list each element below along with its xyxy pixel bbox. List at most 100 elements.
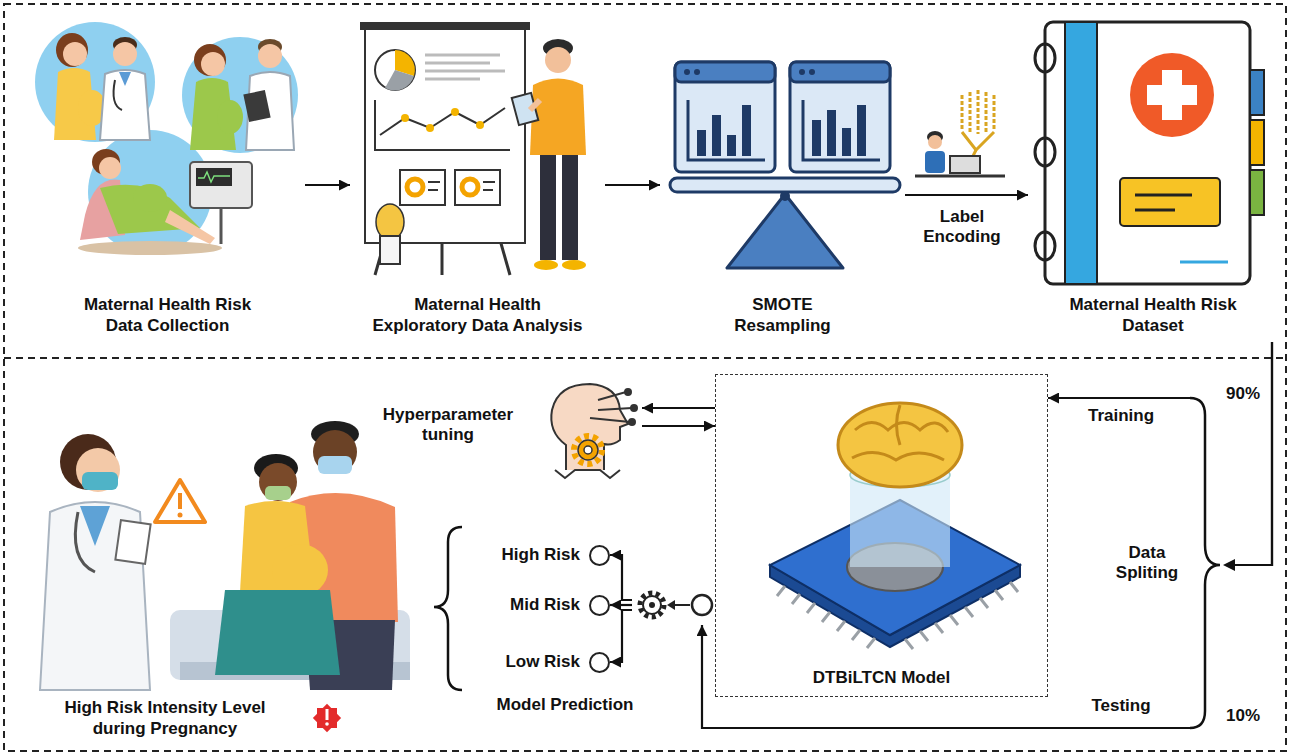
- smote-illustration-part: [727, 194, 843, 268]
- dataset-notebook-part: [1250, 170, 1264, 215]
- high-risk-scene-illustration-part: [115, 520, 150, 564]
- dtbiltcn-chip-illustration-part: [777, 582, 1018, 649]
- eda-illustration-part: [534, 260, 558, 270]
- prediction-gear-part: [692, 595, 712, 615]
- dtbiltcn-chip-illustration: [770, 403, 1020, 649]
- eda-illustration-part: [375, 50, 415, 90]
- dataset-notebook-part: [1250, 70, 1264, 115]
- hyperparameter-icon-part-part: [625, 389, 631, 395]
- data-collection-illustration-part: [196, 168, 232, 186]
- smote-illustration-part-part: [697, 130, 706, 156]
- data-collection-illustration-part: [165, 210, 215, 244]
- edge-label: Label Encoding: [917, 207, 1007, 248]
- dtbiltcn-chip-illustration-part: [838, 403, 962, 487]
- eda-illustration-part: [562, 150, 578, 260]
- dtbiltcn-chip-illustration-part-part: [852, 452, 944, 460]
- dataset-notebook-part: [1035, 44, 1055, 260]
- risk-circle: [589, 595, 610, 616]
- node-text: Hyperparameter tuning: [378, 405, 518, 446]
- outcome-illustration-node: High Risk Intensity Level during Pregnan…: [15, 378, 315, 745]
- eda-illustration-part: [380, 108, 505, 135]
- smote-illustration-part: [790, 62, 890, 82]
- smote-illustration-part-part: [712, 115, 721, 156]
- eda-illustration-part-part: [428, 181, 440, 183]
- hyperparameter-icon-part: [584, 446, 592, 454]
- tuning-node: Hyperparameter tuning: [378, 378, 642, 472]
- eda-illustration-part-part: [425, 62, 490, 65]
- eda-illustration-part-part: [425, 70, 505, 73]
- smote-illustration-part-part: [827, 110, 836, 156]
- data-collection-illustration-part: [99, 157, 121, 179]
- prediction-gear-part: [674, 604, 690, 606]
- dataset-notebook-part-part: [1035, 232, 1055, 260]
- dataset-notebook-part: [1135, 194, 1192, 197]
- label-encoding-icon-part: [950, 156, 980, 173]
- data-collection-illustration-part: [243, 90, 270, 122]
- risk-circle: [589, 545, 610, 566]
- hyperparameter-icon-part: [551, 384, 628, 470]
- connector-arrow: [905, 194, 1028, 196]
- connector-arrow: [702, 342, 1272, 728]
- eda-illustration-part: [385, 70, 414, 91]
- smote-illustration-part: [684, 69, 690, 75]
- node-text: High Risk: [502, 545, 580, 565]
- eda-illustration-part: [428, 182, 495, 190]
- dashed-frame-part: [4, 357, 1286, 359]
- node-text: High Risk Intensity Level during Pregnan…: [48, 698, 283, 739]
- bracket: [434, 398, 1220, 728]
- eda-illustration-part: [376, 204, 404, 240]
- smote-illustration-part: [780, 191, 790, 201]
- hyperparameter-icon-part-part: [598, 408, 632, 410]
- data-collection-illustration-part: [35, 22, 155, 142]
- node-text: Low Risk: [505, 652, 580, 672]
- eda-illustration-part-part: [425, 78, 480, 81]
- eda-illustration-part: [540, 150, 556, 260]
- high-risk-scene-illustration: [40, 421, 410, 732]
- split-arrowhead: [1223, 559, 1235, 571]
- eda-illustration-part-part: [500, 240, 510, 275]
- bracket-part: [1190, 398, 1220, 728]
- prediction-gear-part: [643, 596, 661, 614]
- hyperparameter-icon-part: [590, 389, 637, 425]
- risk-class-node: Mid Risk: [460, 591, 610, 619]
- high-risk-scene-illustration-part: [259, 463, 297, 501]
- risk-circle: [589, 652, 610, 673]
- high-risk-scene-illustration-part: [76, 448, 120, 492]
- data-collection-illustration-part: [78, 241, 222, 255]
- eda-illustration-part: [545, 47, 571, 73]
- node-text: DTBiLTCN Model: [752, 668, 1012, 688]
- node-text: Maternal Health Risk Dataset: [1053, 295, 1253, 336]
- high-risk-scene-illustration-part: [215, 590, 340, 675]
- label-encoding-icon-part-part: [993, 95, 996, 130]
- label-encoding-icon-part: [928, 135, 942, 149]
- high-risk-scene-illustration-part: [313, 704, 341, 732]
- high-risk-scene-illustration-part: [265, 486, 291, 500]
- prediction-gear-part: [640, 593, 664, 617]
- model-box: DTBiLTCN Model: [715, 374, 1048, 697]
- eda-illustration-part: [562, 260, 586, 270]
- data-collection-illustration-part: [113, 42, 137, 66]
- high-risk-scene-illustration-part: [318, 456, 352, 474]
- connector-arrow: [610, 610, 632, 662]
- eda-illustration-part-part: [426, 124, 434, 132]
- eda-illustration-part: [365, 28, 525, 243]
- dtbiltcn-chip-illustration-part: [850, 475, 950, 567]
- node-text: Maternal Health Exploratory Data Analysi…: [368, 295, 588, 336]
- risk-class-node: High Risk: [460, 541, 610, 569]
- node-text: Model Prediction: [480, 695, 650, 715]
- eda-illustration: [360, 22, 586, 275]
- edge-label: Training: [1076, 406, 1166, 426]
- data-collection-illustration-part: [220, 208, 223, 244]
- node-text: Maternal Health Risk Data Collection: [80, 295, 255, 336]
- data-collection-illustration-part: [198, 172, 230, 182]
- eda-illustration-part: [360, 22, 530, 30]
- dataset-notebook-part-part: [1035, 44, 1055, 72]
- risk-class-node: Low Risk: [460, 648, 610, 676]
- hyperparameter-icon-part: [578, 440, 598, 460]
- connector-arrow: [305, 184, 350, 186]
- label-encoding-icon-part-part: [977, 90, 980, 134]
- high-risk-scene-illustration-part: [326, 709, 329, 720]
- smote-illustration-part-part: [857, 105, 866, 156]
- dataset-notebook-part: [1147, 85, 1197, 105]
